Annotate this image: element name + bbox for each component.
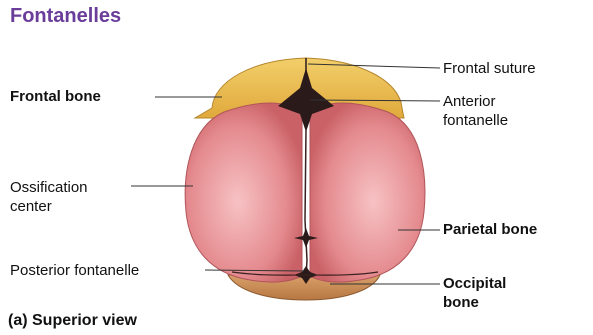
label-frontal-suture: Frontal suture [443,59,536,78]
label-posterior-fontanelle: Posterior fontanelle [10,261,139,280]
label-occipital-bone-line2: bone [443,293,506,312]
right-parietal-bone-shape [310,103,425,282]
label-ossification-center-line1: Ossification [10,178,88,197]
label-occipital-bone-line1: Occipital [443,274,506,293]
sagittal-suture-line [305,130,307,278]
label-anterior-fontanelle-line1: Anterior [443,92,508,111]
label-anterior-fontanelle-line2: fontanelle [443,111,508,130]
label-frontal-bone: Frontal bone [10,87,101,106]
label-occipital-bone: Occipital bone [443,274,506,312]
figure-caption: (a) Superior view [8,312,137,330]
left-parietal-bone-shape [185,103,302,282]
label-ossification-center: Ossification center [10,178,88,216]
label-anterior-fontanelle: Anterior fontanelle [443,92,508,130]
label-ossification-center-line2: center [10,197,88,216]
label-parietal-bone: Parietal bone [443,220,537,239]
